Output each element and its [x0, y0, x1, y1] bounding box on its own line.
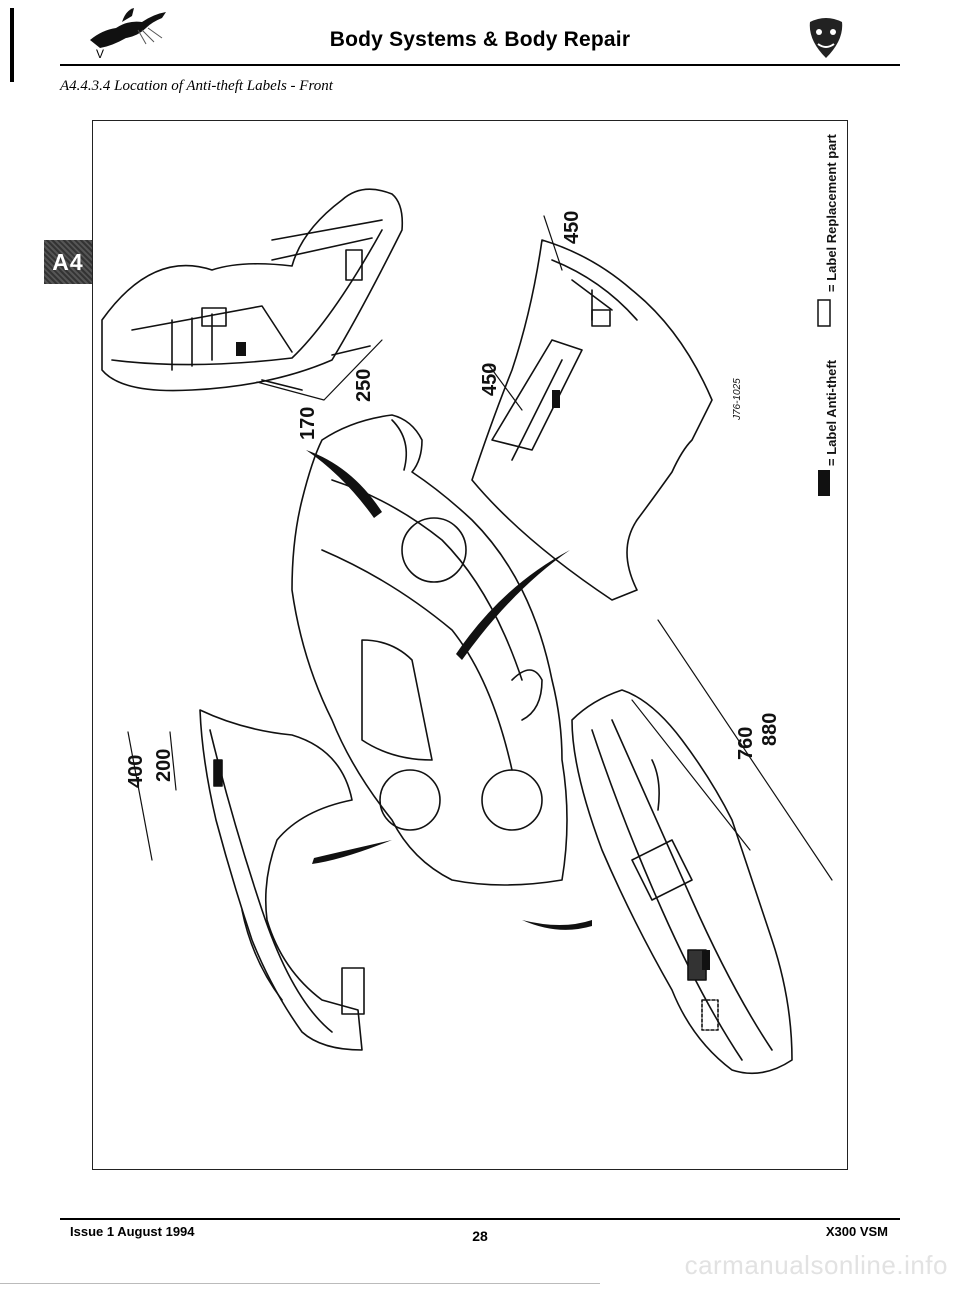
dimension-lines: [127, 215, 833, 881]
dimension-250: 250: [353, 369, 375, 402]
figure-reference-code: J76-1025: [732, 378, 743, 421]
car-body-drawing: [291, 414, 568, 886]
jaguar-growler-icon: [806, 16, 846, 65]
dimension-400: 400: [125, 755, 147, 788]
dimension-880: 880: [759, 713, 781, 746]
replacement-part-symbol: [817, 299, 831, 327]
left-margin-rule: [10, 8, 14, 82]
front-valance-drawing: [571, 689, 793, 1075]
legend-replacement-part: = Label Replacement part: [824, 133, 839, 292]
dimension-450-upper: 450: [561, 211, 583, 244]
watermark: carmanualsonline.info: [684, 1250, 948, 1280]
dimension-170: 170: [297, 407, 319, 440]
front-wing-drawing: [199, 709, 365, 1051]
dimension-450-lower: 450: [479, 363, 501, 396]
watermark-rule: [0, 1283, 600, 1284]
header-rule: [60, 64, 900, 66]
figure-frame: [92, 120, 848, 1170]
section-tab-label: A4: [52, 248, 84, 275]
bonnet-drawing: [471, 239, 713, 601]
section-tab: A4: [44, 240, 92, 284]
footer-issue: Issue 1 August 1994: [70, 1224, 195, 1239]
dimension-200: 200: [153, 749, 175, 782]
page-header-title: Body Systems & Body Repair: [329, 28, 631, 51]
svg-text:V: V: [96, 47, 104, 60]
section-title: A4.4.3.4 Location of Anti-theft Labels -…: [60, 78, 333, 94]
footer-rule: [60, 1218, 900, 1220]
dimension-760: 760: [735, 727, 757, 760]
anti-theft-label-diagram: = Label Replacement part = Label Anti-th…: [101, 133, 839, 1075]
footer-page-number: 28: [472, 1228, 488, 1244]
legend-anti-theft: = Label Anti-theft: [824, 359, 839, 466]
callout-arrows: [306, 450, 592, 930]
anti-theft-label-symbol: [818, 470, 830, 496]
footer-manual: X300 VSM: [825, 1224, 888, 1239]
scuttle-panel-drawing: [101, 188, 404, 392]
leaping-jaguar-icon: V: [82, 0, 172, 65]
